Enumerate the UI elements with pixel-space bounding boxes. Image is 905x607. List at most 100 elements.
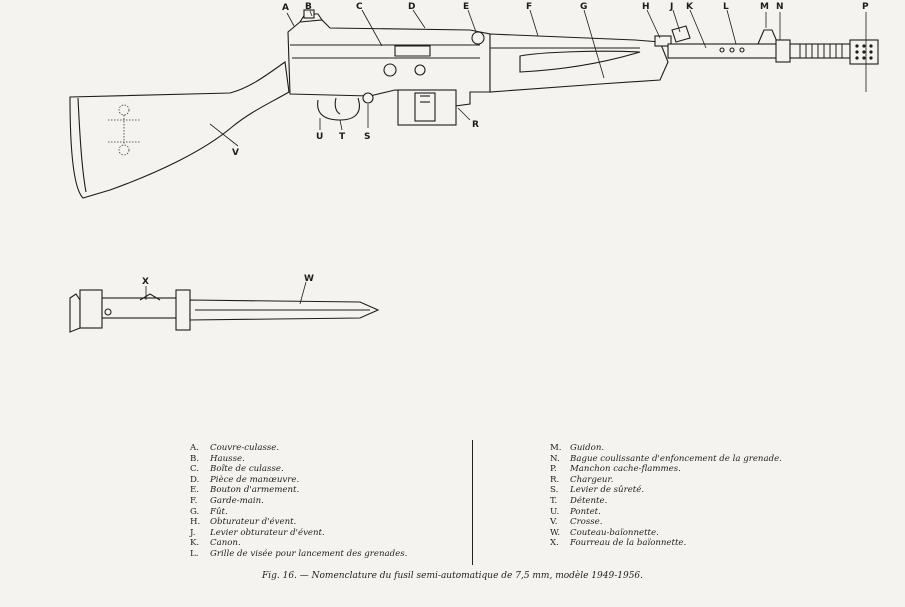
legend-key: C. — [190, 464, 200, 475]
callout-h: H — [642, 2, 650, 12]
callout-g: G — [580, 2, 587, 12]
legend-key: S. — [550, 485, 559, 496]
legend-item: T. Détente. — [550, 496, 782, 507]
legend-key: R. — [550, 474, 560, 485]
legend-text: Garde-main. — [210, 495, 264, 506]
legend-item: X. Fourreau de la baïonnette. — [550, 538, 782, 549]
callout-l: L — [723, 2, 729, 12]
legend-divider — [472, 440, 473, 565]
legend-item: P. Manchon cache-flammes. — [550, 464, 782, 475]
legend-item: J. Levier obturateur d'évent. — [190, 528, 407, 539]
callout-r: R — [472, 120, 479, 130]
callout-j: J — [669, 2, 673, 12]
legend-item: N. Bague coulissante d'enfoncement de la … — [550, 454, 782, 465]
legend-text: Couvre-culasse. — [210, 443, 280, 453]
legend-item: D. Pièce de manœuvre. — [190, 475, 407, 486]
legend-item: V. Crosse. — [550, 517, 782, 528]
legend-item: G. Fût. — [190, 507, 407, 518]
legend-text: Bague coulissante d'enfoncement de la gr… — [570, 453, 782, 464]
legend-key: V. — [550, 517, 558, 528]
legend-item: U.Pontet. — [550, 507, 782, 518]
legend-item: K. Canon. — [190, 538, 407, 549]
callout-d: D — [408, 2, 415, 12]
legend-item: L. Grille de visée pour lancement des gre… — [190, 549, 407, 560]
legend-key: K. — [190, 538, 200, 549]
legend-item: W. Couteau-baïonnette. — [550, 528, 782, 539]
legend-text: Guidon. — [570, 443, 605, 453]
legend-item: R. Chargeur. — [550, 475, 782, 486]
legend-text: Couteau-baïonnette. — [570, 527, 659, 538]
legend-item: B. Hausse. — [190, 454, 407, 465]
barrel — [667, 43, 779, 59]
legend-text: Boîte de culasse. — [210, 464, 284, 475]
legend-item: M. Guidon. — [550, 443, 782, 454]
callout-b: B — [305, 2, 312, 12]
legend-text: Bouton d'armement. — [210, 485, 300, 496]
legend-key: J. — [190, 527, 196, 538]
callout-leaders — [145, 9, 867, 305]
callout-v: V — [232, 148, 239, 158]
legend-key: M. — [550, 443, 562, 453]
legend-key: H. — [190, 517, 201, 528]
legend-text: Obturateur d'évent. — [210, 517, 297, 528]
legend-key: T. — [550, 495, 558, 506]
legend-left: A. Couvre-culasse. B. Hausse. C. Boîte de cul… — [190, 443, 407, 560]
legend-text: Fourreau de la baïonnette. — [570, 538, 687, 549]
legend-key: U. — [550, 506, 560, 517]
legend-item: C. Boîte de culasse. — [190, 464, 407, 475]
callout-x: X — [142, 277, 149, 287]
callout-f: F — [526, 2, 532, 12]
trigger-guard — [317, 97, 360, 121]
legend-text: Canon. — [210, 538, 241, 549]
legend-text: Pièce de manœuvre. — [210, 474, 300, 485]
legend-key: B. — [190, 453, 200, 464]
forend-shape — [489, 33, 669, 93]
legend-key: A. — [190, 443, 199, 453]
callout-c: C — [356, 2, 363, 12]
legend-right: M. Guidon. N. Bague coulissante d'enfonceme… — [550, 443, 782, 549]
legend-text: Crosse. — [570, 517, 603, 528]
legend-text: Grille de visée pour lancement des grena… — [210, 548, 408, 559]
legend-key: L. — [190, 548, 199, 559]
legend-text: Manchon cache-flammes. — [570, 464, 681, 475]
legend-key: G. — [190, 506, 200, 517]
callout-e: E — [463, 2, 469, 12]
legend-text: Fût. — [210, 506, 228, 517]
callout-k: K — [686, 2, 694, 12]
bayonet-drawing — [69, 289, 380, 333]
callout-u: U — [316, 132, 323, 142]
legend-key: E. — [190, 485, 200, 496]
legend-key: N. — [550, 453, 560, 464]
cocking-knob — [471, 31, 485, 45]
legend-item: F. Garde-main. — [190, 496, 407, 507]
rifle-drawing — [69, 9, 879, 199]
legend-text: Chargeur. — [570, 474, 614, 485]
legend-item: E. Bouton d'armement. — [190, 485, 407, 496]
legend-item: S. Levier de sûreté. — [550, 485, 782, 496]
legend-key: F. — [190, 495, 198, 506]
stock-shape — [69, 61, 290, 199]
callout-labels: A B C D E F G H J K L M N P R S T U V W … — [142, 2, 869, 287]
legend-item: A. Couvre-culasse. — [190, 443, 407, 454]
callout-n: N — [776, 2, 784, 12]
legend-key: D. — [190, 474, 200, 485]
legend-key: X. — [550, 538, 559, 549]
legend-item: H. Obturateur d'évent. — [190, 517, 407, 528]
legend-key: W. — [550, 527, 561, 538]
callout-s: S — [364, 132, 370, 142]
legend-text: Hausse. — [210, 453, 245, 464]
legend-text: Levier obturateur d'évent. — [210, 527, 325, 538]
callout-w: W — [304, 274, 314, 284]
receiver-shape — [287, 19, 491, 107]
stock-ornament — [108, 104, 140, 156]
callout-a: A — [282, 3, 289, 13]
callout-t: T — [339, 132, 346, 142]
legend-text: Levier de sûreté. — [570, 485, 645, 496]
figure-caption: Fig. 16. — Nomenclature du fusil semi-au… — [261, 571, 644, 581]
callout-m: M — [760, 2, 769, 12]
legend-text: Détente. — [570, 495, 608, 506]
legend-key: P. — [550, 464, 557, 475]
callout-p: P — [862, 2, 869, 12]
